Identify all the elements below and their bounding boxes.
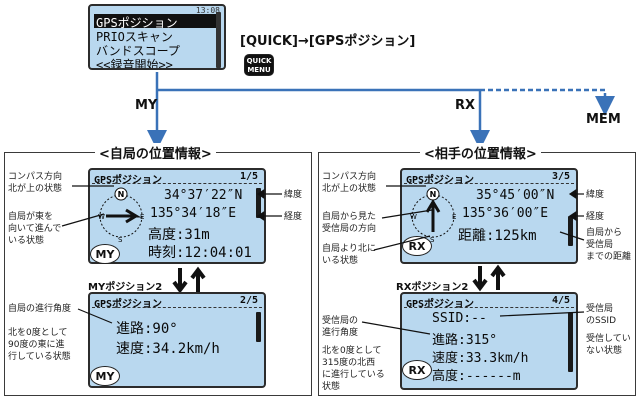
svg-text:E: E: [452, 213, 456, 221]
my-page-arrows-icon: [172, 266, 206, 294]
my-note-lat: 緯度: [284, 190, 303, 200]
rx-note-dist-1: 自局から: [586, 228, 623, 238]
rx-note-north-1: 自局より北に: [322, 244, 376, 254]
compass-icon: N W E S: [98, 187, 144, 244]
rx-page-arrows-icon: [472, 264, 506, 292]
rx-note-course-ex-1: 北を0度として: [322, 346, 382, 356]
rx-note-course-2: 進行角度: [322, 328, 359, 338]
rx-note-north-2: いる状態: [322, 256, 359, 266]
rx-note-ssid-4: ない状態: [586, 346, 623, 356]
svg-text:W: W: [410, 213, 417, 221]
rx-altitude: 高度:------m: [432, 369, 521, 384]
menu-item-label: GPSポジション: [96, 16, 178, 30]
my-time: 時刻:12:04:01: [148, 245, 252, 261]
page-indicator: 3/5: [551, 171, 570, 182]
rx-course: 進路:315°: [432, 333, 498, 348]
page-indicator: 1/5: [239, 171, 258, 182]
rx-note-course-ex-2: 315度の北西: [322, 358, 376, 368]
rx-distance: 距離:125km: [458, 228, 537, 244]
menu-screen: 13:08 GPSポジション PRIOスキャン バンドスコープ <<録音開始>>: [88, 4, 226, 70]
my-panel-title: <自局の位置情報>: [95, 143, 216, 162]
menu-item-prio-scan[interactable]: PRIOスキャン: [96, 28, 173, 45]
my-note-compass-2: 北が上の状態: [8, 184, 63, 194]
quick-menu-key[interactable]: QUICK MENU: [244, 54, 274, 76]
rx-panel-title: <相手の位置情報>: [420, 143, 541, 162]
my-note-heading-1: 自局が東を: [8, 212, 54, 222]
key-path-label: [QUICK]→[GPSポジション]: [240, 34, 416, 49]
menu-item-band-scope[interactable]: バンドスコープ: [96, 42, 180, 59]
menu-item-label: バンドスコープ: [96, 44, 180, 58]
my-note-course-ex-2: 90度の東に進: [8, 340, 65, 350]
screen-scrollbar[interactable]: [568, 216, 573, 246]
page-indicator: 2/5: [239, 295, 258, 306]
screen-scrollbar[interactable]: [568, 312, 573, 372]
my-note-lon: 経度: [284, 212, 303, 222]
my-speed: 速度:34.2km/h: [116, 341, 220, 357]
menu-item-record-start[interactable]: <<録音開始>>: [96, 56, 173, 70]
rx-speed: 速度:33.3km/h: [432, 351, 529, 366]
rx-note-ssid-2: のSSID: [586, 316, 617, 326]
menu-scrollbar[interactable]: [216, 12, 221, 68]
my-note-compass-1: コンパス方向: [8, 172, 63, 182]
rx-screen2-label: RXポジション2: [396, 282, 469, 293]
my-badge: MY: [90, 244, 120, 264]
svg-text:N: N: [118, 190, 125, 199]
rx-badge: RX: [402, 360, 432, 380]
menu-item-label: <<録音開始>>: [96, 58, 173, 70]
page-indicator: 4/5: [551, 295, 570, 306]
rx-note-course-ex-3: に進行している: [322, 370, 385, 380]
my-note-course-ex-3: 行している状態: [8, 352, 71, 362]
my-note-heading-3: いる状態: [8, 236, 45, 246]
menu-item-label: PRIOスキャン: [96, 30, 173, 44]
screen-scrollbar[interactable]: [256, 312, 261, 342]
my-note-course: 自局の進行角度: [8, 304, 72, 314]
rx-ssid: SSID:--: [432, 311, 487, 326]
svg-text:N: N: [430, 190, 437, 199]
rx-note-dir-2: 受信局の方向: [322, 224, 377, 234]
my-altitude: 高度:31m: [148, 227, 210, 243]
menu-item-gps-position[interactable]: GPSポジション: [94, 14, 218, 30]
my-screen2-label: MYポジション2: [88, 282, 163, 293]
rx-latitude: 35°45′00″N: [476, 188, 555, 203]
rx-note-ssid-1: 受信局: [586, 304, 614, 314]
my-longitude: 135°34′18″E: [150, 206, 237, 221]
rx-longitude: 135°36′00″E: [462, 206, 549, 221]
my-note-course-ex-1: 北を0度として: [8, 328, 68, 338]
my-course: 進路:90°: [116, 321, 178, 337]
rx-note-dist-2: 受信局: [586, 240, 614, 250]
screen-scrollbar[interactable]: [256, 188, 261, 218]
menu-clock: 13:08: [195, 6, 220, 15]
quick-key-line2: MENU: [247, 66, 271, 74]
quick-key-line1: QUICK: [246, 57, 272, 65]
branch-my-label: MY: [135, 98, 158, 113]
rx-note-compass-2: 北が上の状態: [322, 184, 377, 194]
rx-note-dist-3: までの距離: [586, 252, 632, 262]
compass-icon: N W E S: [410, 187, 456, 244]
branch-rx-label: RX: [455, 98, 476, 113]
svg-text:W: W: [98, 213, 105, 221]
rx-note-ssid-3: 受信してい: [586, 334, 631, 344]
my-latitude: 34°37′22″N: [164, 188, 243, 203]
branch-mem-label: MEM: [586, 112, 621, 127]
rx-note-dir-1: 自局から見た: [322, 212, 377, 222]
rx-note-course-1: 受信局の: [322, 316, 359, 326]
my-badge: MY: [90, 366, 120, 386]
rx-note-course-ex-4: 状態: [322, 382, 341, 392]
rx-note-compass-1: コンパス方向: [322, 172, 377, 182]
my-note-heading-2: 向いて進んで: [8, 224, 62, 234]
rx-note-lat: 緯度: [586, 190, 605, 200]
svg-text:E: E: [140, 213, 144, 221]
svg-text:S: S: [118, 236, 123, 244]
rx-note-lon: 経度: [586, 212, 605, 222]
svg-text:S: S: [430, 236, 435, 244]
